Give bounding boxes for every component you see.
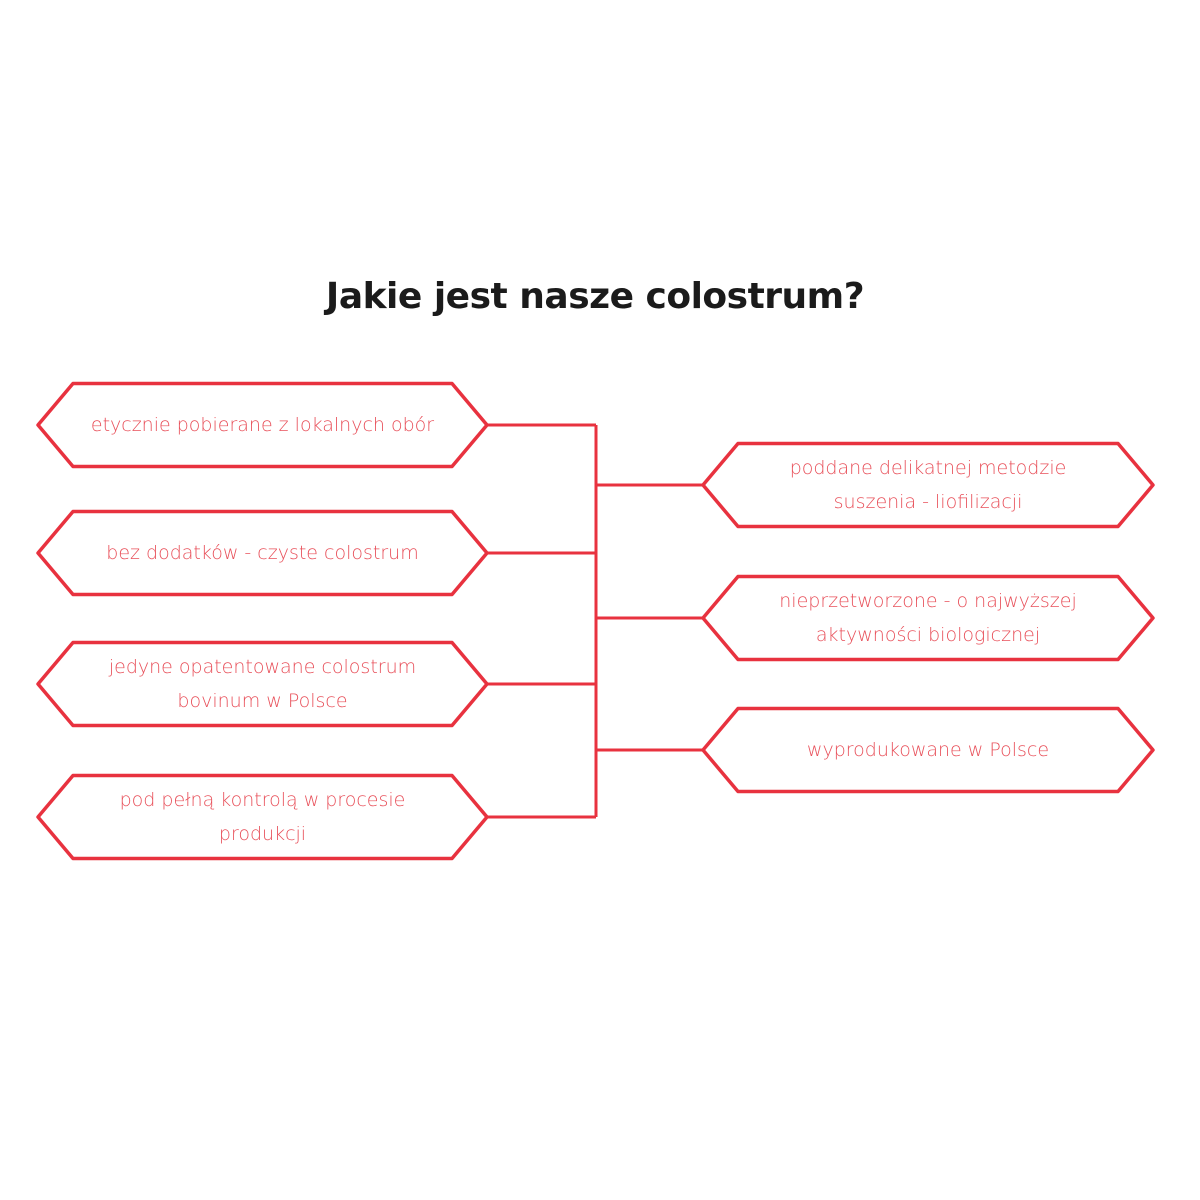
- diagram-title: Jakie jest nasze colostrum?: [325, 276, 865, 317]
- right-item-box: poddane delikatnej metodzie suszenia - l…: [789, 457, 1067, 513]
- left-item-box: jedyne opatentowane colostrum bovinum w …: [108, 656, 417, 712]
- left-item-box: etycznie pobierane z lokalnych obór: [90, 414, 435, 436]
- hexagon-shape: [701, 706, 1155, 794]
- left-item-box: pod pełną kontrolą w procesie produkcji: [119, 789, 406, 845]
- hexagon-shape: [36, 640, 489, 728]
- hexagon-shape: [36, 773, 489, 861]
- right-item-box: nieprzetworzone - o najwyższej aktywnośc…: [779, 590, 1077, 646]
- hexagon-shape: [36, 509, 489, 597]
- hexagon-shape: [36, 381, 489, 469]
- right-item-box: wyprodukowane w Polsce: [806, 739, 1050, 761]
- left-item-box: bez dodatków - czyste colostrum: [106, 542, 419, 564]
- hexagon-shape: [701, 574, 1155, 662]
- hexagon-shape: [701, 441, 1155, 529]
